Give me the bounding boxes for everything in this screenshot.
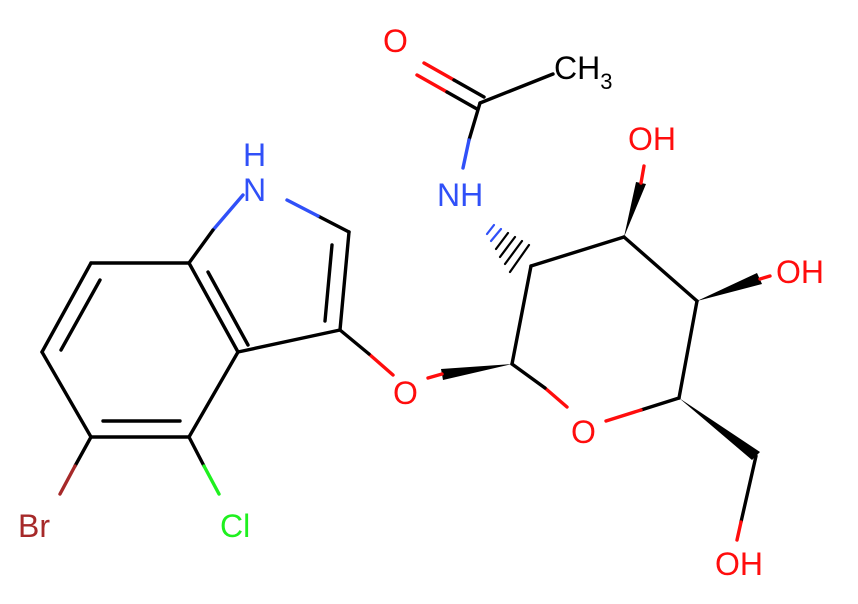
bond-c5-o-ring <box>639 396 681 412</box>
bond-c3-c3a <box>236 328 342 354</box>
bond-c6-c5 <box>40 350 93 439</box>
bond-c2ind-n-blue <box>285 198 320 218</box>
bond-c4-cl <box>187 435 206 468</box>
bond-ch2-oh-red <box>735 520 743 542</box>
glycosidic-o-label: O <box>393 375 418 411</box>
bond-carbonyl-double-3 <box>452 78 486 99</box>
bond-c-methyl <box>478 72 555 105</box>
bond-c3-oh-wedge <box>624 182 646 237</box>
bond-c5-br <box>73 435 93 468</box>
bond-oglyc-red <box>426 372 444 380</box>
bond-c7a-c3a-inner <box>206 270 250 347</box>
bond-o-ring-c5-red <box>604 408 643 423</box>
bond-c4-c5 <box>677 299 699 400</box>
bond-c1-oglyc-wedge <box>441 364 512 380</box>
bond-n-c7a-blue <box>211 193 245 232</box>
ring-o-label: O <box>571 414 596 450</box>
bond-c1-c2 <box>510 264 533 366</box>
methyl-label-text: CH <box>554 50 600 86</box>
bond-carbonyl-double-4 <box>445 90 479 111</box>
methyl-subscript: 3 <box>600 69 612 94</box>
bond-c4-oh-red <box>758 274 772 281</box>
bond-c2-nh-hashed <box>485 223 531 274</box>
bond-c4-c3a <box>187 350 240 439</box>
bond-c4-oh-wedge <box>697 273 762 301</box>
bond-oglyc-c3ind <box>338 328 371 356</box>
bond-c4-cl-colored <box>202 464 221 496</box>
chlorine-label: Cl <box>220 508 250 544</box>
bond-c5-br-colored <box>58 464 77 496</box>
bond-c7-c6 <box>40 261 93 354</box>
oh-top-label: OH <box>628 121 676 157</box>
bond-c5-ch2-wedge <box>679 398 760 460</box>
bond-carbonyl-nh-n <box>461 138 471 170</box>
bond-c3-c4 <box>622 235 699 303</box>
bond-c7-c6-inner <box>59 278 102 352</box>
indole-n-label: N <box>243 172 266 208</box>
bond-ch2-oh <box>739 454 758 524</box>
bond-carbonyl-nh <box>467 101 482 142</box>
bond-carbonyl-double-2 <box>415 73 449 94</box>
bond-c2ind-n <box>316 214 351 234</box>
bond-oglyc-c3ind-red <box>367 352 395 377</box>
indole-h-label: H <box>243 137 266 173</box>
bond-o-ring-c1 <box>510 362 547 390</box>
carbonyl-o-label: O <box>383 23 408 59</box>
bond-c3-c2ind-inner <box>323 243 334 323</box>
oh-bottom-label: OH <box>715 546 763 582</box>
bond-c7a-c3a <box>187 261 240 354</box>
amide-nh-label: NH <box>437 177 483 213</box>
bond-c3-c2ind-double <box>338 230 351 332</box>
bromine-label: Br <box>18 508 50 544</box>
bond-c3-oh-red <box>639 164 646 185</box>
oh-right-label: OH <box>776 254 824 290</box>
bond-o-ring-c1-red <box>543 386 569 409</box>
bond-n-c7a <box>187 228 215 265</box>
methyl-c-label: CH3 <box>554 50 612 94</box>
bond-c2-c3 <box>529 235 626 268</box>
bond-carbonyl-double-1 <box>422 61 456 82</box>
